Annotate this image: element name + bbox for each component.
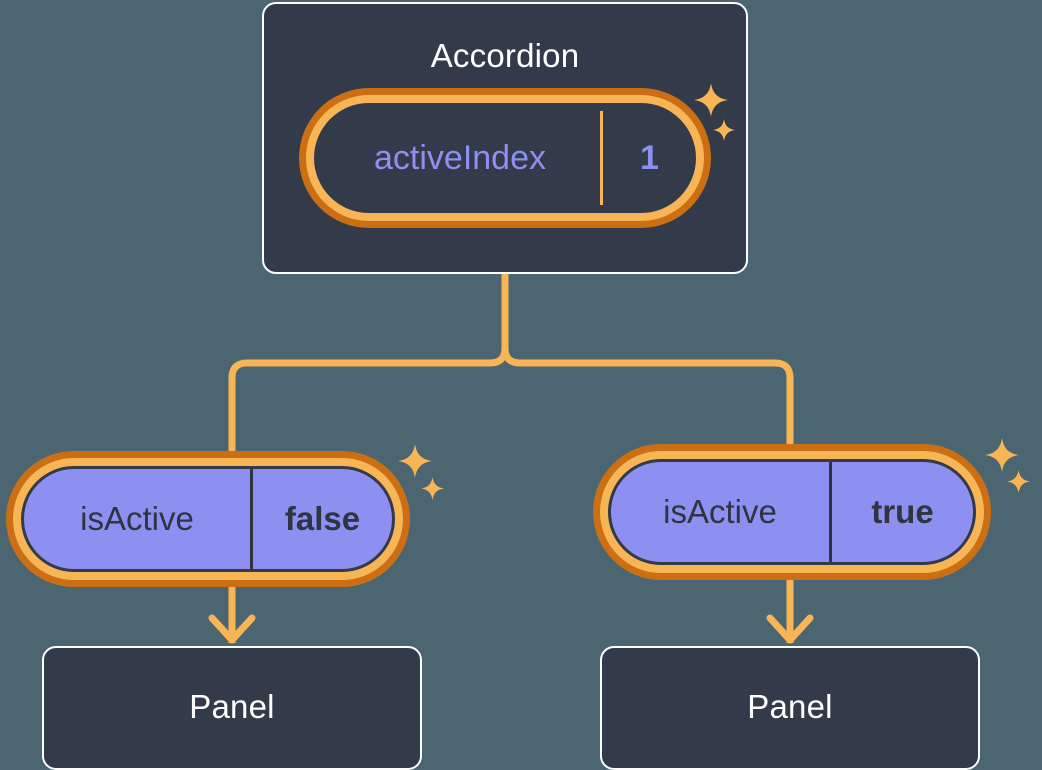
prop-value: true xyxy=(871,493,934,530)
state-key: activeIndex xyxy=(374,138,546,177)
arrow-head-right xyxy=(766,614,814,644)
prop-pill-inner: isActive false xyxy=(21,466,395,572)
pill-divider xyxy=(600,111,603,205)
pill-divider xyxy=(829,462,832,562)
state-pill-active-index[interactable]: activeIndex 1 xyxy=(306,95,704,221)
sparkle-four-point-small xyxy=(421,477,444,500)
component-title: Accordion xyxy=(430,37,580,74)
prop-key: isActive xyxy=(80,500,194,537)
arrow-head-left xyxy=(208,614,256,644)
component-title: Panel xyxy=(189,688,275,725)
prop-pill-is-active-false[interactable]: isActive false xyxy=(13,458,403,580)
component-card-panel-right[interactable]: Panel xyxy=(600,646,980,770)
prop-key: isActive xyxy=(663,493,777,530)
sparkle-four-point-large xyxy=(985,438,1019,472)
state-pill-inner: activeIndex 1 xyxy=(314,103,696,213)
sparkle-four-point-large xyxy=(398,444,432,478)
prop-pill-is-active-true[interactable]: isActive true xyxy=(600,451,984,573)
component-title: Panel xyxy=(747,688,833,725)
prop-value: false xyxy=(284,500,361,537)
state-value: 1 xyxy=(640,138,659,177)
component-card-panel-left[interactable]: Panel xyxy=(42,646,422,770)
connector-branch-right xyxy=(501,270,794,455)
pill-divider xyxy=(250,469,253,569)
connector-trunk xyxy=(228,270,509,461)
prop-pill-inner: isActive true xyxy=(608,459,976,565)
sparkle-four-point-small xyxy=(1007,470,1030,493)
